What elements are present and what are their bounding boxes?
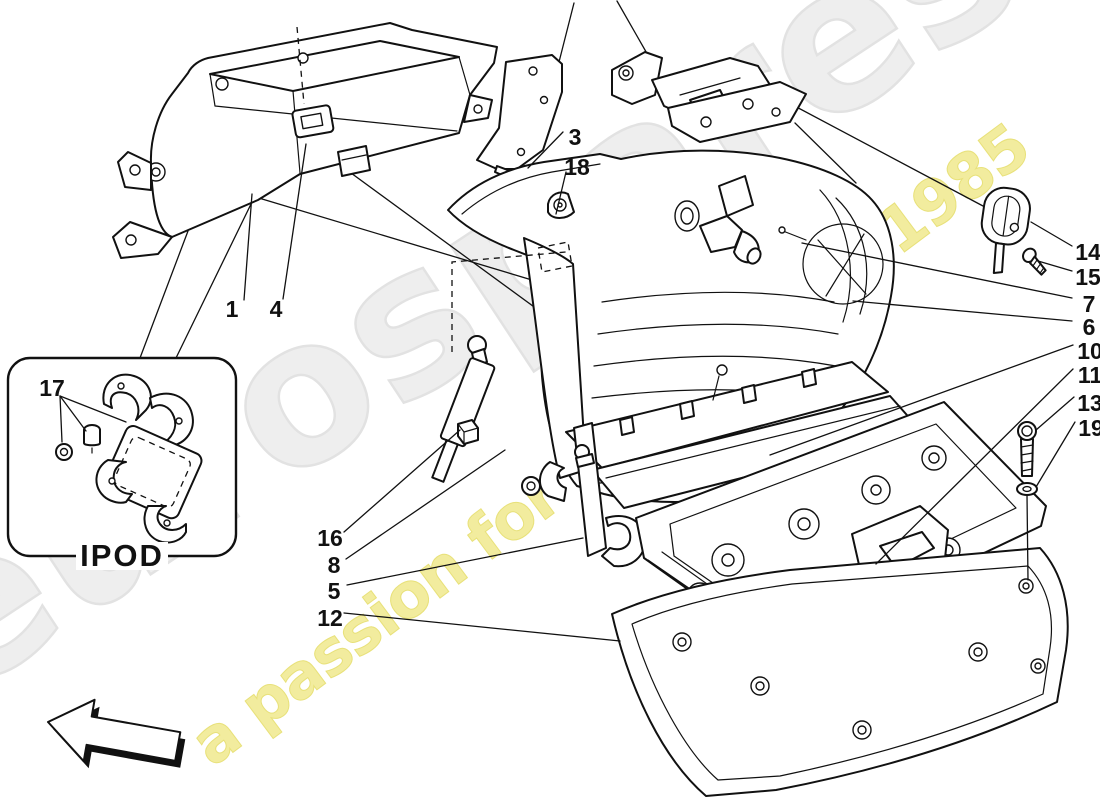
lid-washer [1016,482,1038,581]
callout-10[interactable]: 10 [1077,338,1100,364]
leader-7 [801,242,1073,299]
assembly-line-inset-b [175,201,253,359]
strut-clip [457,419,479,445]
mount-screw [1022,247,1047,276]
hinge-link [539,422,647,568]
ipod-washer [55,443,73,461]
leader-6 [852,300,1073,322]
leader-3 [527,131,564,169]
assembly-line-inset-a [139,230,189,359]
ipod-inset-label: IPOD [80,538,164,573]
latch-striker [291,104,335,139]
lid-base-rail [565,361,923,509]
callout-18[interactable]: 18 [564,154,590,180]
ipod-holder-bracket [95,373,203,544]
callout-4[interactable]: 4 [270,296,283,322]
assembly-line-bracket-mount [771,93,984,207]
rubber-mount [980,186,1031,275]
callout-numbers: 1 4 3 18 17 16 8 5 12 14 15 7 6 10 11 13… [39,124,1100,631]
leader-16 [343,429,461,533]
leader-17a [59,395,63,443]
callout-16[interactable]: 16 [317,525,343,551]
leader-lines [59,131,1076,642]
callout-5[interactable]: 5 [328,578,341,604]
glovebox-upper-trim [112,22,498,259]
callout-7[interactable]: 7 [1083,291,1096,317]
assembly-line-top-b [616,0,650,58]
leader-4 [282,143,307,300]
leader-11 [875,368,1074,565]
mount-tab-lower [112,221,173,259]
light-switch [699,215,807,265]
rail-grommet [716,364,728,376]
leader-1 [243,193,253,301]
leader-10 [769,344,1074,456]
callout-13[interactable]: 13 [1077,390,1100,416]
direction-arrow [47,698,186,769]
leader-5 [346,537,584,586]
leader-17c [59,395,127,423]
callout-15[interactable]: 15 [1075,264,1100,290]
assembly-lines [139,0,984,359]
gas-strut [431,335,541,496]
leader-12 [343,612,621,642]
glovebox-lid-outer-panel [611,547,1069,797]
leader-15 [1037,260,1073,272]
callout-8[interactable]: 8 [328,552,341,578]
ipod-inset-box: IPOD [6,356,238,573]
leader-13 [1035,396,1075,431]
latch-guide-dashed [296,26,305,105]
callout-12[interactable]: 12 [317,605,343,631]
leader-17b [59,395,87,432]
callout-3[interactable]: 3 [569,124,582,150]
ipod-screw [83,424,101,454]
callout-14[interactable]: 14 [1075,239,1100,265]
lid-bolt [1017,421,1037,477]
callout-11[interactable]: 11 [1078,362,1100,388]
callout-1[interactable]: 1 [226,296,239,322]
assembly-line-bracket-body [794,122,857,184]
callout-19[interactable]: 19 [1078,415,1100,441]
leader-14 [1030,221,1073,247]
callout-17[interactable]: 17 [39,375,65,401]
mounting-plate [476,54,563,170]
leader-18 [555,171,567,215]
assembly-line-top-a [558,2,575,63]
hinge-bracket-assembly [611,51,807,143]
callout-6[interactable]: 6 [1083,314,1096,340]
leader-8 [345,449,506,560]
leader-19 [1035,421,1076,488]
